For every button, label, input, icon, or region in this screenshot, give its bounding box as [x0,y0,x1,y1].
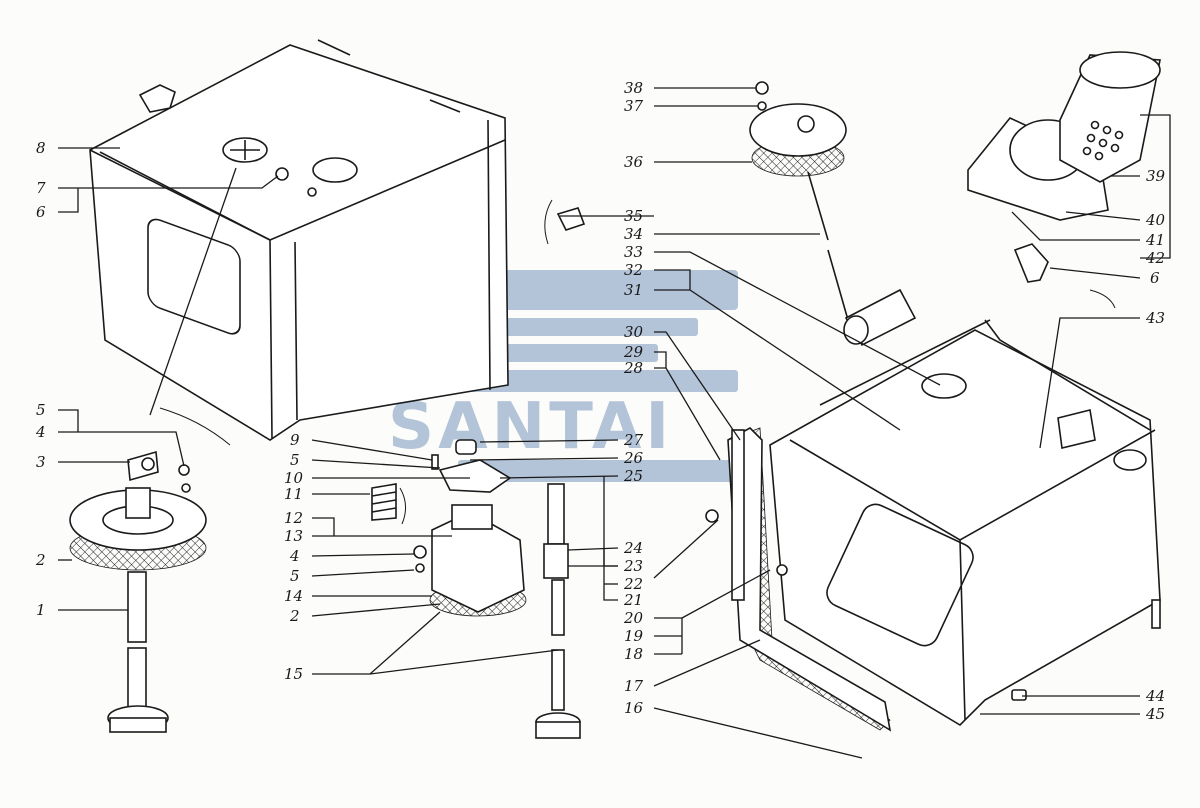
callout-36: 36 [624,153,644,171]
callout-17: 17 [624,677,644,695]
callout-38: 38 [624,79,643,97]
callout-42: 42 [1145,249,1165,267]
callout-5-center: 5 [290,451,300,469]
callout-7: 7 [36,179,46,197]
callout-28: 28 [623,359,643,377]
callout-5-lower: 5 [290,567,300,585]
callout-16: 16 [624,699,644,717]
callout-30: 30 [624,323,644,341]
left-fuel-tank [89,39,509,441]
callout-4: 4 [35,423,46,441]
callout-labels: 8 7 6 5 4 3 2 1 9 5 10 11 12 13 4 5 14 2… [35,79,1166,723]
callout-26: 26 [623,449,644,467]
callout-25: 25 [623,467,643,485]
callout-2: 2 [35,551,46,569]
callout-45: 45 [1145,705,1165,723]
callout-39: 39 [1146,167,1166,185]
callout-11: 11 [284,485,303,503]
callout-10: 10 [284,469,304,487]
callout-15: 15 [284,665,303,683]
callout-23: 23 [623,557,643,575]
center-sender-assembly [371,439,581,739]
callout-9: 9 [290,431,300,449]
callout-29: 29 [623,343,644,361]
callout-34: 34 [624,225,643,243]
right-fuel-tank [705,319,1161,732]
callout-6-right: 6 [1150,269,1160,287]
callout-3: 3 [36,453,46,471]
callout-43: 43 [1145,309,1165,327]
filter-holes [1082,120,1124,161]
callout-4-center: 4 [289,547,300,565]
callout-19: 19 [624,627,644,645]
callout-37: 37 [624,97,644,115]
float-gauge-assembly [556,81,917,347]
watermark-text: SANTAI [388,390,673,464]
callout-5: 5 [36,401,46,419]
callout-12: 12 [284,509,303,527]
callout-32: 32 [624,261,643,279]
callout-18: 18 [624,645,643,663]
leader-lines [58,87,1171,759]
callout-2-center: 2 [289,607,300,625]
callout-1: 1 [36,601,46,619]
callout-44: 44 [1145,687,1165,705]
callout-13: 13 [284,527,303,545]
callout-22: 22 [623,575,643,593]
callout-33: 33 [624,243,643,261]
callout-35: 35 [624,207,643,225]
callout-20: 20 [623,609,644,627]
left-sender-assembly [69,450,207,733]
callout-14: 14 [284,587,303,605]
callout-41: 41 [1145,231,1165,249]
callout-24: 24 [623,539,643,557]
callout-40: 40 [1145,211,1166,229]
filler-neck-assembly [967,51,1161,283]
callout-21: 21 [623,591,643,609]
callout-27: 27 [623,431,644,449]
callout-6: 6 [36,203,46,221]
callout-8: 8 [36,139,46,157]
callout-31: 31 [624,281,643,299]
